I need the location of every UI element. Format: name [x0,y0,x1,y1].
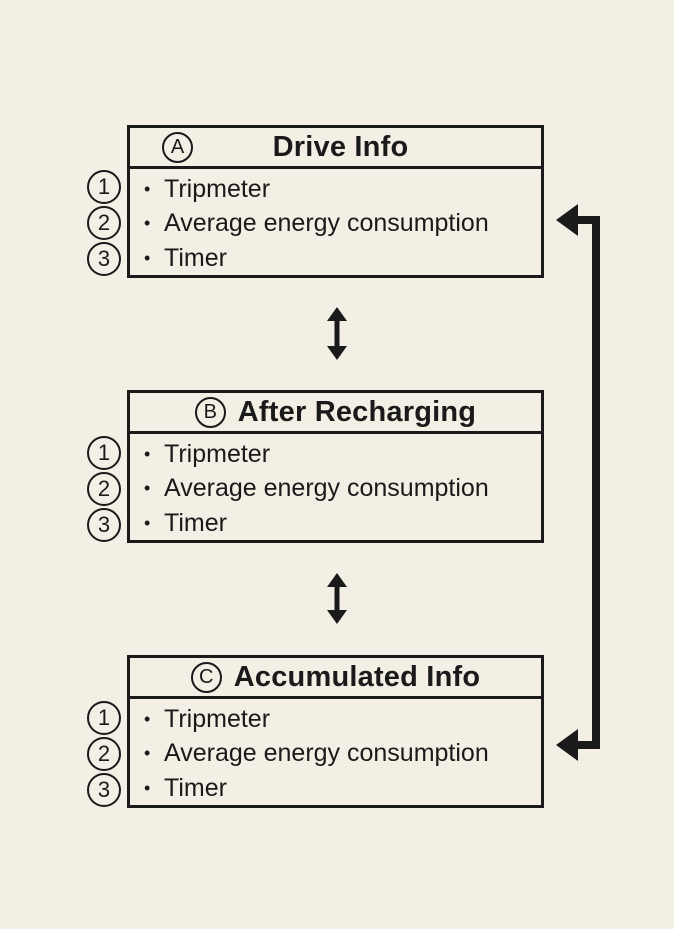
list-item: • Average energy consumption [144,472,541,507]
panel-title: After Recharging [237,395,477,428]
panel-header: C Accumulated Info [130,658,541,699]
item-label: Tripmeter [164,704,271,733]
bullet-icon: • [144,247,151,268]
item-label: Average energy consumption [164,739,489,768]
list-item: • Tripmeter [144,437,541,472]
panel-header: B After Recharging [130,393,541,434]
number-badge-1: 1 [87,170,121,204]
number-badge-2: 2 [87,206,121,240]
panel-title: Accumulated Info [233,660,481,693]
list-item: • Timer [144,506,541,541]
loop-arrow-icon [556,204,600,761]
panel-letter-c: C [190,661,222,693]
double-arrow-icon [327,573,347,624]
item-list: • Tripmeter • Average energy consumption •… [130,699,541,806]
bullet-icon: • [144,443,151,464]
item-label: Timer [164,243,227,272]
panel-letter-a: A [162,132,193,163]
list-item: • Timer [144,771,541,806]
bullet-icon: • [144,213,151,234]
number-badge-3: 3 [87,508,121,542]
item-label: Average energy consumption [164,209,489,238]
panel-accumulated-info: C Accumulated Info • Tripmeter • Average e… [127,655,544,808]
item-list: • Tripmeter • Average energy consumption •… [130,169,541,276]
bullet-icon: • [144,478,151,499]
list-item: • Timer [144,241,541,276]
panel-drive-info: A Drive Info • Tripmeter • Average energy … [127,125,544,278]
bullet-icon: • [144,512,151,533]
panel-letter-b: B [194,396,226,428]
list-item: • Tripmeter [144,172,541,207]
item-list: • Tripmeter • Average energy consumption •… [130,434,541,541]
panel-after-recharging: B After Recharging • Tripmeter • Average e… [127,390,544,543]
number-badge-2: 2 [87,472,121,506]
list-item: • Tripmeter [144,702,541,737]
panel-title: Drive Info [272,130,409,163]
item-label: Tripmeter [164,174,271,203]
panel-header: A Drive Info [130,128,541,169]
number-badge-2: 2 [87,737,121,771]
list-item: • Average energy consumption [144,207,541,242]
number-badge-3: 3 [87,242,121,276]
number-badge-1: 1 [87,701,121,735]
number-badge-1: 1 [87,436,121,470]
item-label: Average energy consumption [164,474,489,503]
bullet-icon: • [144,178,151,199]
number-badge-3: 3 [87,773,121,807]
bullet-icon: • [144,708,151,729]
item-label: Timer [164,773,227,802]
double-arrow-icon [327,307,347,360]
bullet-icon: • [144,777,151,798]
bullet-icon: • [144,743,151,764]
item-label: Tripmeter [164,439,271,468]
list-item: • Average energy consumption [144,737,541,772]
item-label: Timer [164,508,227,537]
